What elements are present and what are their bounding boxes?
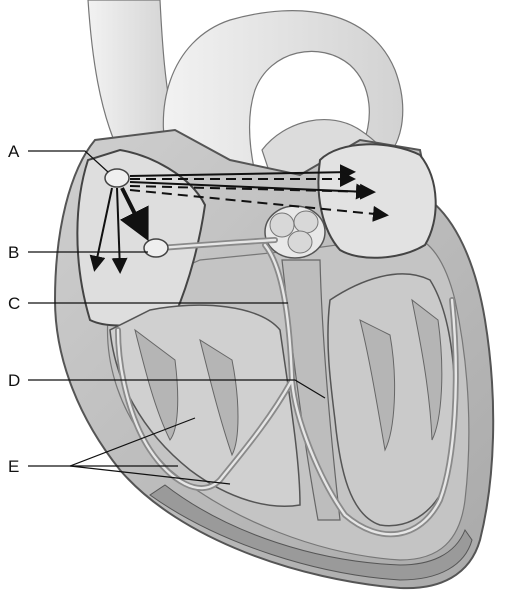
aorta [162, 10, 404, 201]
aortic-valve [264, 205, 326, 259]
arrow-down-2 [111, 187, 128, 274]
sinoatrial-node [104, 168, 130, 188]
trabeculae [134, 298, 443, 457]
arrow-to-av-node [119, 187, 149, 242]
superior-vena-cava [87, 0, 176, 151]
left-atrium [317, 143, 437, 259]
leader-a [28, 150, 109, 173]
label-b: B [8, 243, 20, 262]
label-c: C [8, 294, 21, 313]
arrow-solid-right [129, 164, 356, 181]
impulse-arrows [89, 164, 389, 274]
epicardium-base [149, 484, 473, 581]
arrow-down-1 [89, 187, 113, 272]
label-a: A [8, 142, 20, 161]
arrow-dashed-right-3 [129, 189, 389, 222]
leader-e-3 [69, 465, 231, 485]
arrow-dashed-right-2 [129, 183, 376, 200]
label-e: E [8, 457, 20, 476]
leader-d [28, 379, 326, 399]
leader-lines [28, 150, 326, 485]
atrioventricular-node [143, 238, 169, 258]
label-d: D [8, 371, 21, 390]
